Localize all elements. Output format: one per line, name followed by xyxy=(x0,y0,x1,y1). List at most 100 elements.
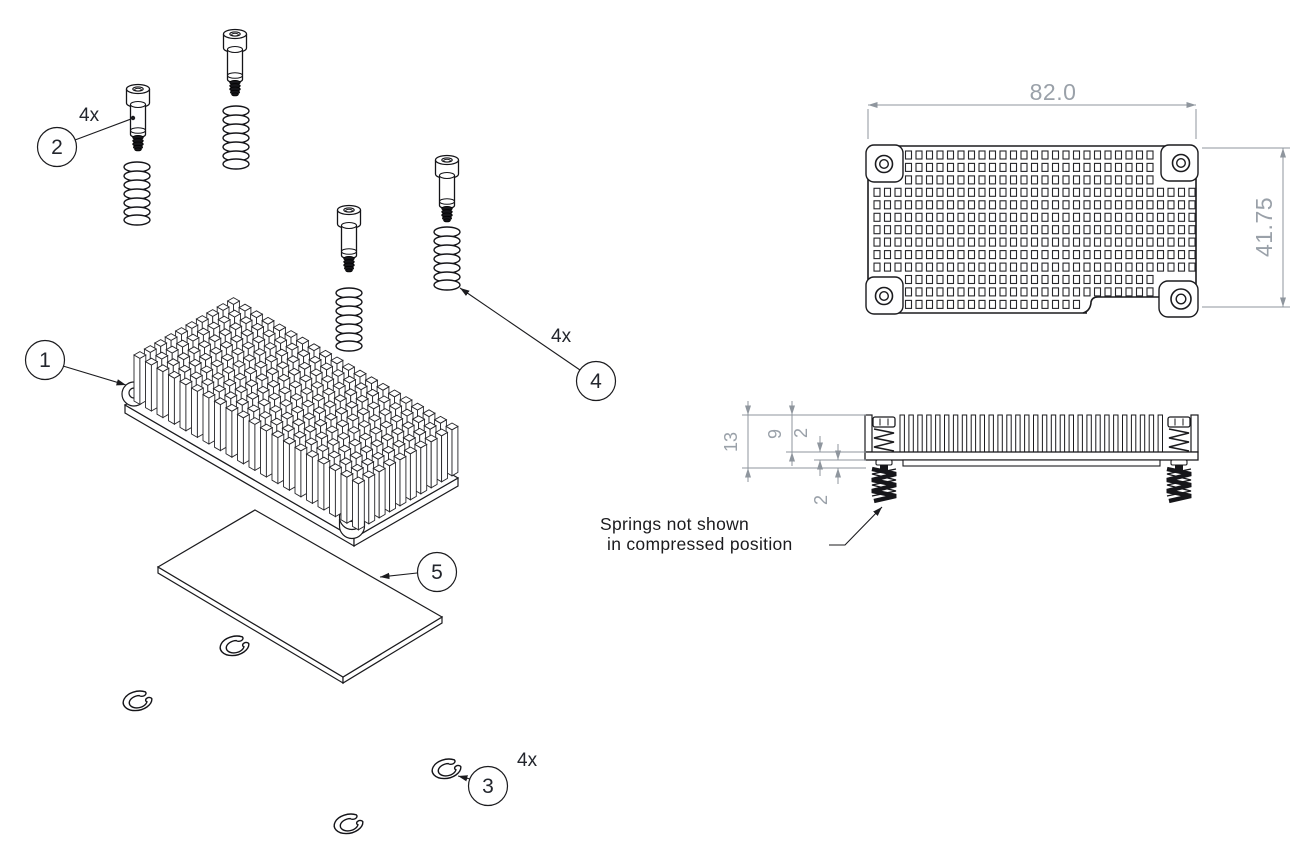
pin-top xyxy=(1188,200,1196,210)
fin xyxy=(1006,414,1012,453)
pin-top xyxy=(1083,274,1091,285)
pin-top xyxy=(1093,225,1102,235)
pin-top xyxy=(1177,212,1186,222)
pin-top xyxy=(946,262,955,272)
pin-top xyxy=(957,200,965,210)
pin-top xyxy=(1104,200,1112,210)
pin-top xyxy=(1104,150,1112,160)
pin-top xyxy=(946,237,955,247)
pin-fin xyxy=(237,410,250,465)
pin-top xyxy=(1020,200,1028,210)
pin-top xyxy=(1072,287,1081,297)
pin-top xyxy=(1041,262,1049,272)
pin-top xyxy=(1051,200,1060,210)
pin-top xyxy=(925,187,934,197)
pin-top xyxy=(925,150,934,160)
pin-fin xyxy=(156,364,170,419)
exploded-view: 1 2 4x 3 4x 4 4x 5 xyxy=(24,28,617,837)
balloon-4 xyxy=(575,360,617,402)
pin-top xyxy=(1041,200,1049,210)
pin-top xyxy=(1051,225,1060,235)
pin-fin xyxy=(179,377,193,432)
pin-top xyxy=(1167,212,1175,222)
pin-top xyxy=(1083,225,1091,235)
pin-top xyxy=(1020,299,1028,309)
fin xyxy=(908,414,914,453)
pin-top xyxy=(1030,200,1039,210)
pin-top xyxy=(1051,274,1060,285)
pin-top xyxy=(1072,200,1081,210)
pin-top xyxy=(1093,287,1102,297)
pin-top xyxy=(1093,250,1102,260)
pin-top xyxy=(1062,187,1070,197)
pin-top xyxy=(1156,212,1165,222)
pin-top xyxy=(1030,237,1039,247)
pin-top xyxy=(946,212,955,222)
dim-fin-height: 9 xyxy=(765,429,785,439)
pin-top xyxy=(1083,237,1091,247)
pin-top xyxy=(1146,175,1154,185)
screw-head-side xyxy=(872,416,896,428)
e-clip-side xyxy=(875,459,893,466)
fin xyxy=(917,414,923,453)
pin-top xyxy=(957,299,965,309)
pin-top xyxy=(999,274,1007,285)
connector-notch xyxy=(1082,296,1160,314)
pin-top xyxy=(957,250,965,260)
pin-top xyxy=(883,212,892,222)
pin-top xyxy=(1072,299,1081,309)
dim-pad-thickness: 2 xyxy=(811,495,831,505)
pin-top xyxy=(1083,262,1091,272)
pin-top xyxy=(936,262,944,272)
pin-top xyxy=(1104,212,1112,222)
pin-top xyxy=(915,225,923,235)
pin-top xyxy=(967,212,976,222)
pin-top xyxy=(1135,187,1144,197)
pin-top xyxy=(883,237,892,247)
balloon-4-label: 4 xyxy=(590,370,602,393)
pin-top xyxy=(1051,262,1060,272)
pin-top xyxy=(1146,150,1154,160)
pin-top xyxy=(1093,175,1102,185)
note-line-2: in compressed position xyxy=(607,534,793,554)
pin-top xyxy=(978,287,986,297)
pin-top xyxy=(946,175,955,185)
pin-top xyxy=(1041,274,1049,285)
pin-top xyxy=(1062,250,1070,260)
pin-top xyxy=(1072,162,1081,172)
pin-top xyxy=(1051,250,1060,260)
pin-top xyxy=(1030,225,1039,235)
pin-top xyxy=(904,187,913,197)
spring-qty-label: 4x xyxy=(551,326,572,347)
pin-top xyxy=(873,250,881,260)
pin-top xyxy=(1083,250,1091,260)
pin-top xyxy=(1009,274,1018,285)
pin-fin xyxy=(260,423,273,478)
pin-top xyxy=(936,187,944,197)
pin-top xyxy=(1030,250,1039,260)
pin-top xyxy=(894,200,902,210)
pin-top xyxy=(988,237,997,247)
pin-top xyxy=(1104,237,1112,247)
fin xyxy=(1050,414,1057,453)
pin-top xyxy=(1020,262,1028,272)
pin-top xyxy=(988,162,997,172)
pin-top xyxy=(894,225,902,235)
pin-top xyxy=(999,212,1007,222)
pin-top xyxy=(1093,162,1102,172)
pin-top xyxy=(1093,237,1102,247)
pin-top xyxy=(1156,200,1165,210)
pin-top xyxy=(1062,287,1070,297)
pin-top xyxy=(1009,299,1018,309)
shoulder-screw xyxy=(336,204,362,273)
pin-top xyxy=(1125,175,1133,185)
pin-top xyxy=(936,150,944,160)
pin-top xyxy=(1009,250,1018,260)
shoulder-screw xyxy=(222,28,248,97)
pin-top xyxy=(915,175,923,185)
pin-top xyxy=(1146,225,1154,235)
pin-top xyxy=(1177,262,1186,272)
pin-top xyxy=(1135,287,1144,297)
pin-top xyxy=(1177,237,1186,247)
pin-top xyxy=(999,225,1007,235)
